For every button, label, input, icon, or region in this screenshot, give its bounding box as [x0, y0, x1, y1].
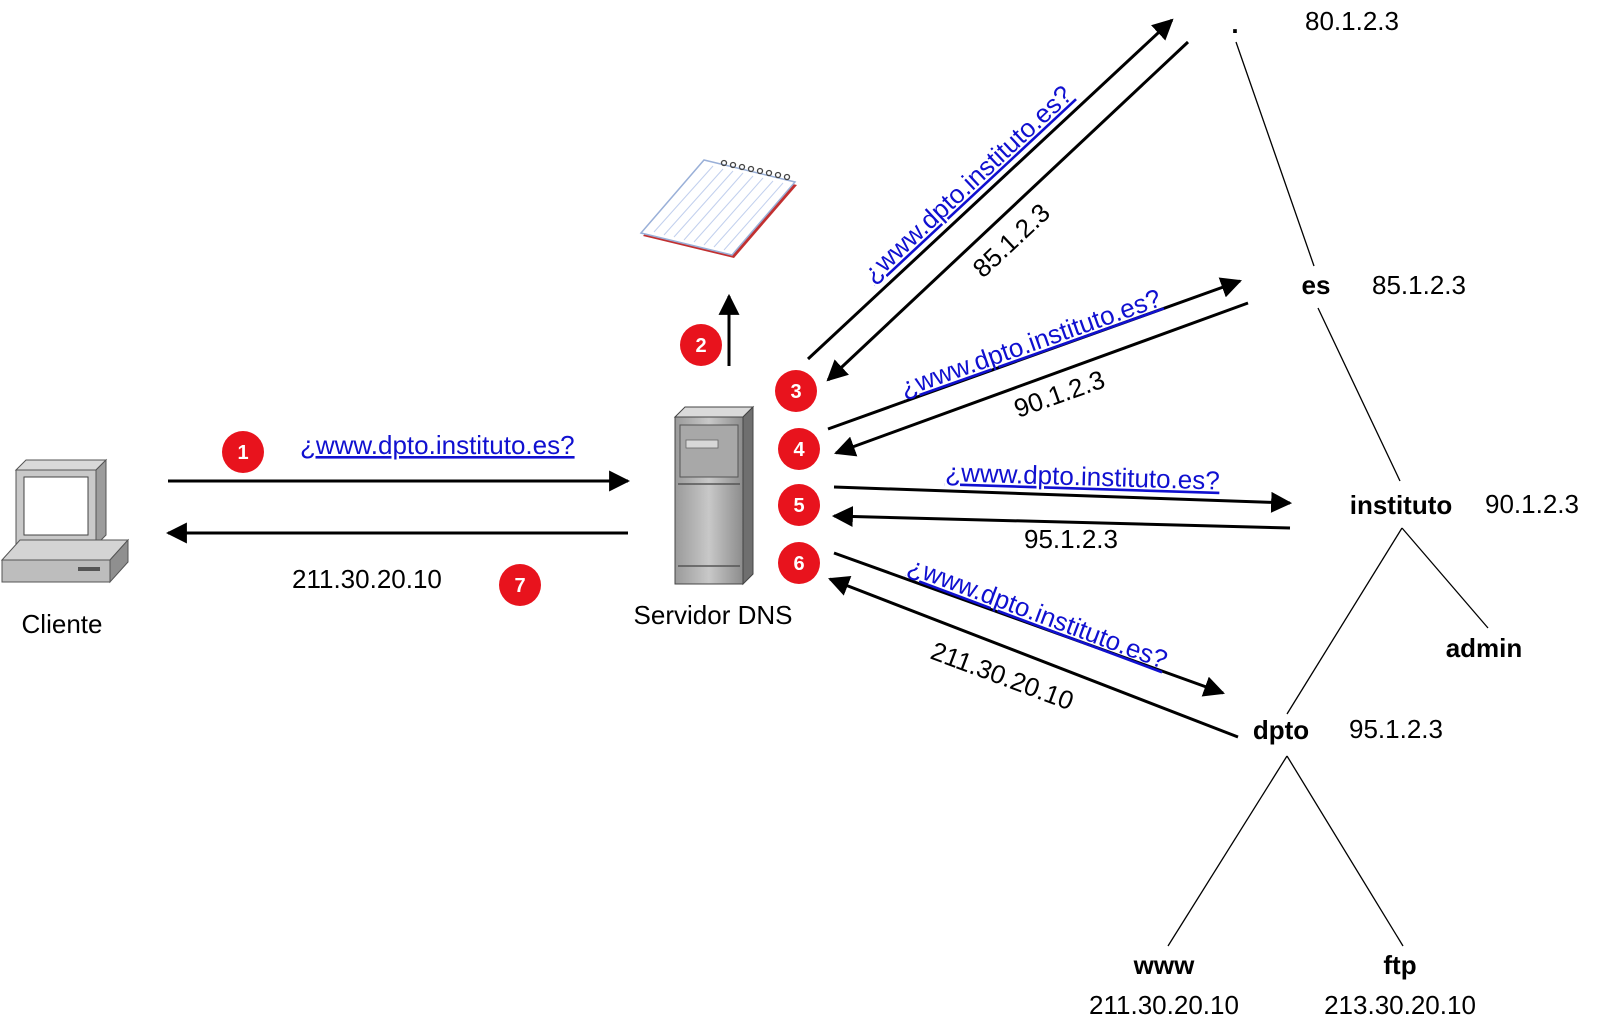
step-3-query-arrow	[806, 18, 1174, 361]
tree-node-root-ip: 80.1.2.3	[1305, 6, 1399, 36]
step-3-answer-text: 85.1.2.3	[967, 197, 1056, 283]
tree-node-www-ip: 211.30.20.10	[1089, 990, 1239, 1020]
step-3-badge: 3	[775, 370, 817, 412]
notepad-icon	[639, 159, 797, 258]
svg-text:5: 5	[793, 495, 804, 517]
svg-text:2: 2	[695, 335, 706, 357]
svg-text:6: 6	[793, 553, 804, 575]
step-4-query-text: ¿www.dpto.instituto.es?	[896, 283, 1165, 403]
dns-tree-edges	[1167, 41, 1489, 947]
svg-text:3: 3	[790, 381, 801, 403]
step-2-badge: 2	[680, 324, 722, 366]
step-4-answer-arrow	[834, 301, 1249, 457]
tree-node-dpto-ip: 95.1.2.3	[1349, 714, 1443, 744]
svg-text:1: 1	[237, 442, 248, 464]
step-5-badge: 5	[778, 484, 820, 526]
step-1-badge: 1	[222, 431, 264, 473]
svg-text:7: 7	[514, 575, 525, 597]
tree-node-www: www	[1133, 950, 1195, 980]
tree-node-ftp-ip: 213.30.20.10	[1324, 990, 1476, 1020]
step-6-query-arrow	[833, 551, 1225, 697]
client-label: Cliente	[22, 609, 103, 639]
step-1-query-text: ¿www.dpto.instituto.es?	[300, 430, 575, 460]
step-3-answer-arrow	[826, 40, 1190, 382]
server-tower-icon	[673, 405, 755, 586]
tree-node-ftp: ftp	[1383, 950, 1416, 980]
tree-node-instituto: instituto	[1350, 490, 1453, 520]
step-5-query-arrow	[833, 485, 1293, 513]
step-5-answer-text: 95.1.2.3	[1024, 524, 1118, 554]
step-5-answer-arrow	[831, 506, 1291, 530]
step-6-answer-arrow	[828, 576, 1239, 739]
step-5-query-text: ¿www.dpto.instituto.es?	[945, 457, 1220, 496]
tree-node-admin: admin	[1446, 633, 1523, 663]
server-label: Servidor DNS	[634, 600, 793, 630]
svg-text:4: 4	[793, 439, 805, 461]
step-6-badge: 6	[778, 542, 820, 584]
step-7-answer-text: 211.30.20.10	[292, 564, 442, 594]
step-7-badge: 7	[499, 564, 541, 606]
step-4-query-arrow	[827, 277, 1242, 431]
step-6-answer-text: 211.30.20.10	[927, 636, 1078, 717]
step-3-query-text: ¿www.dpto.instituto.es?	[857, 79, 1078, 288]
computer-icon	[0, 458, 130, 584]
tree-node-root: .	[1231, 9, 1238, 39]
tree-node-es: es	[1302, 270, 1331, 300]
tree-node-es-ip: 85.1.2.3	[1372, 270, 1466, 300]
tree-node-instituto-ip: 90.1.2.3	[1485, 489, 1579, 519]
step-4-badge: 4	[778, 428, 820, 470]
tree-node-dpto: dpto	[1253, 715, 1309, 745]
